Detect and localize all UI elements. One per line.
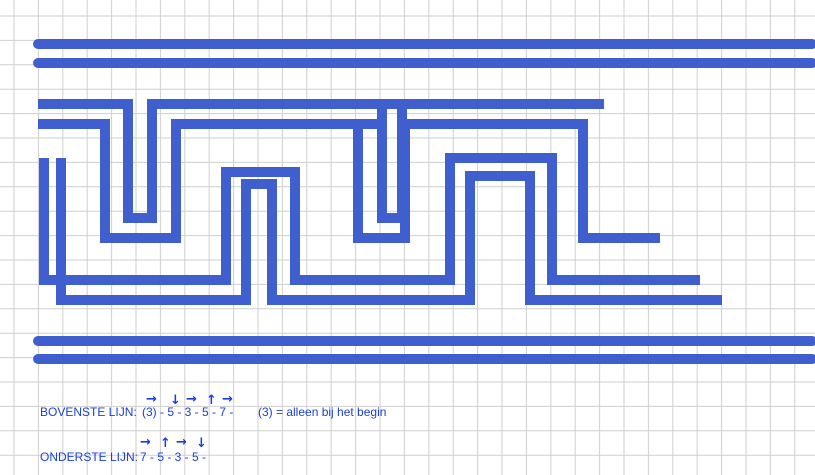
top-line-sequence: (3) - 5 - 3 - 5 - 7 - [142,405,233,419]
down-arrow-icon: ↓ [196,436,207,451]
bottom-line-sequence: 7 - 5 - 3 - 5 - [140,450,206,464]
right-arrow-icon: → [176,435,187,450]
top-line-note: (3) = alleen bij het begin [258,405,386,419]
right-arrow-icon: → [140,435,151,450]
top-line-label: BOVENSTE LIJN: [40,405,137,419]
bottom-line-label: ONDERSTE LIJN: [40,450,138,464]
up-arrow-icon: ↑ [160,436,171,451]
